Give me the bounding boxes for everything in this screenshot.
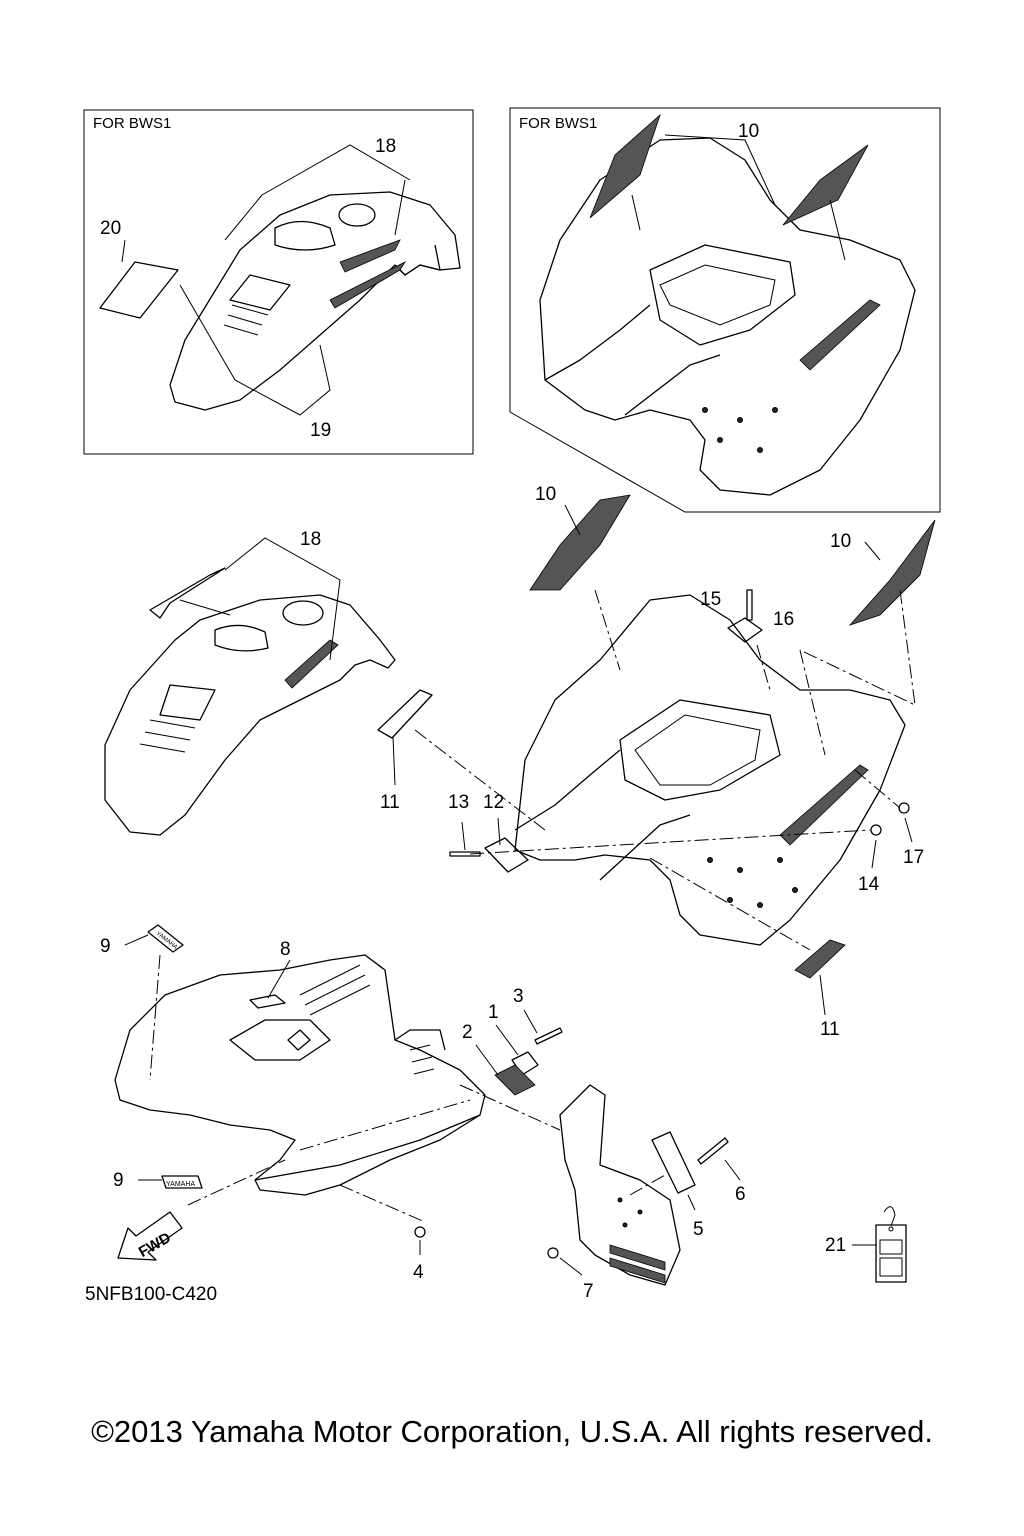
callout-19: 19 (310, 420, 331, 441)
plate-5 (651, 1131, 696, 1194)
plate-2 (494, 1064, 536, 1096)
callout-1: 1 (488, 1002, 499, 1023)
callout-16: 16 (773, 609, 794, 630)
bolt-3 (534, 1027, 563, 1045)
fwd-arrow-text: FWD (136, 1229, 174, 1261)
callout-9a: 9 (100, 936, 111, 957)
decal-8 (249, 994, 286, 1009)
callout-20: 20 (100, 218, 121, 239)
decal-10-inset-left (589, 113, 661, 219)
callout-3: 3 (513, 986, 524, 1007)
plate-15 (727, 617, 763, 643)
callout-18-inset: 18 (375, 136, 396, 157)
decal-9-lower-text: YAMAHA (166, 1181, 195, 1188)
decal-9-lower: YAMAHA (161, 1175, 203, 1189)
callout-10b: 10 (830, 531, 851, 552)
bolt-6 (697, 1137, 729, 1165)
nut-4 (414, 1226, 426, 1238)
inset-right-title: FOR BWS1 (519, 115, 597, 132)
front-fender-inset (169, 191, 461, 411)
rear-fender-inset (539, 137, 916, 496)
copyright-notice: ©2013 Yamaha Motor Corporation, U.S.A. A… (91, 1414, 933, 1449)
callout-14: 14 (858, 874, 880, 895)
inset-box-left: FOR BWS1 18 20 19 (83, 109, 474, 455)
callout-21: 21 (825, 1235, 846, 1256)
inset-left-title: FOR BWS1 (93, 115, 171, 132)
decal-11-right (794, 939, 846, 979)
callout-2: 2 (462, 1022, 473, 1043)
callout-7: 7 (583, 1281, 594, 1302)
nut-14 (870, 824, 882, 836)
front-body (114, 954, 486, 1196)
callout-15: 15 (700, 589, 721, 610)
decal-10-inset-right (782, 144, 869, 226)
inset-box-right: FOR BWS1 10 (509, 107, 941, 513)
callout-9b: 9 (113, 1170, 124, 1191)
decal-10-right (848, 519, 936, 626)
fwd-arrow-icon: FWD (117, 1211, 183, 1261)
callout-12: 12 (483, 792, 504, 813)
callout-11b: 11 (820, 1019, 840, 1040)
callout-6: 6 (735, 1184, 746, 1205)
front-fender (104, 594, 396, 836)
bolt-16 (746, 589, 753, 621)
rear-fender (514, 594, 906, 946)
decal-10-left (529, 494, 631, 591)
callout-10-inset: 10 (738, 121, 759, 142)
callout-4: 4 (413, 1262, 424, 1283)
nut-7 (547, 1247, 559, 1259)
decal-11-left (377, 689, 433, 739)
decal-20-inset (99, 261, 179, 319)
callout-5: 5 (693, 1219, 704, 1240)
callout-17: 17 (903, 847, 924, 868)
callout-11a: 11 (380, 792, 400, 813)
decal-front-strip (149, 567, 226, 619)
plate-12 (484, 837, 529, 873)
callout-8: 8 (280, 939, 291, 960)
mud-flap (559, 1084, 681, 1286)
callout-10a: 10 (535, 484, 556, 505)
bolt-13 (449, 851, 481, 857)
callout-13: 13 (448, 792, 469, 813)
drawing-code: 5NFB100-C420 (85, 1284, 217, 1305)
callout-18: 18 (300, 529, 321, 550)
label-tag-21 (875, 1206, 907, 1283)
decal-9-upper: YAMAHA (147, 924, 184, 953)
nut-17 (898, 802, 910, 814)
